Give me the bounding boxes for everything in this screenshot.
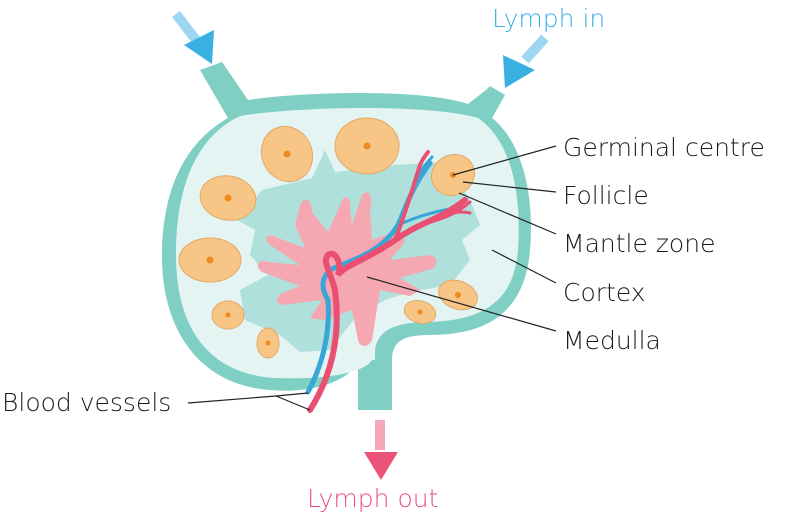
follicle	[256, 327, 280, 359]
follicle	[260, 126, 314, 182]
follicle	[403, 300, 437, 324]
leader-medulla	[366, 276, 557, 332]
follicle	[178, 237, 242, 283]
follicle	[334, 117, 400, 175]
follicles	[178, 117, 478, 359]
lymph-in-arrow-left	[172, 10, 214, 64]
label-follicle: Follicle	[563, 181, 649, 210]
leader-germinal-centre	[452, 145, 557, 176]
follicle	[438, 279, 478, 311]
leader-blood-vessels-artery	[275, 395, 311, 411]
leader-follicle	[462, 181, 557, 193]
label-germinal-centre: Germinal centre	[563, 133, 765, 162]
leader-mantle-zone	[458, 192, 557, 235]
lymph-in-arrow-right	[503, 34, 549, 88]
label-mantle-zone: Mantle zone	[563, 229, 715, 258]
artery	[307, 150, 472, 413]
label-medulla: Medulla	[563, 326, 661, 355]
follicle	[211, 300, 245, 330]
label-blood-vessels: Blood vessels	[2, 388, 171, 417]
leader-cortex	[491, 249, 557, 284]
label-lymph-in: Lymph in	[492, 4, 605, 33]
follicle	[199, 175, 257, 221]
label-lymph-out: Lymph out	[307, 484, 438, 513]
lymph-out-arrow	[364, 420, 398, 480]
label-cortex: Cortex	[563, 278, 646, 307]
